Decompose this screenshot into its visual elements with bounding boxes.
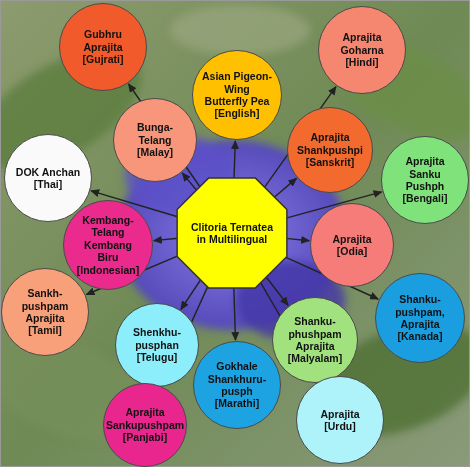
language-circle: Aprajita [Urdu] [296, 376, 384, 464]
language-circle: Aprajita Sanku Pushph [Bengali] [381, 136, 469, 224]
language-name: Gokhale Shankhuru-pusph [Marathi] [203, 360, 271, 410]
language-name: Sankh-pushpam Aprajita [Tamil] [11, 287, 79, 337]
text-holder: Shenkhu-pusphan [Telugu] [125, 326, 189, 363]
language-circle: Sankh-pushpam Aprajita [Tamil] [1, 268, 89, 356]
text-holder: Kembang-Telang Kembang Biru [Indonesian] [73, 214, 143, 276]
text-holder: Aprajita [Odia] [320, 233, 384, 258]
language-name: Shenkhu-pusphan [Telugu] [125, 326, 189, 363]
center-title: Clitoria Ternatea in Multilingual [190, 221, 274, 246]
text-holder: Asian Pigeon-Wing Butterfly Pea [English… [202, 70, 272, 120]
arrow-connector [234, 141, 235, 179]
arrow-connector [273, 178, 296, 198]
center-octagon: Clitoria Ternatea in Multilingual [176, 177, 288, 289]
arrow-connector [234, 287, 236, 340]
language-circle: Asian Pigeon-Wing Butterfly Pea [English… [192, 50, 282, 140]
language-name: Shanku-pushpam, Aprajita [Kanada] [385, 293, 455, 343]
text-holder: Aprajita [Urdu] [306, 408, 374, 433]
arrow-connector [154, 238, 178, 240]
language-circle: Aprajita Shankpushpi [Sanskrit] [287, 107, 373, 193]
language-name: Kembang-Telang Kembang Biru [Indonesian] [73, 214, 143, 276]
text-holder: Bunga-Telang [Malay] [123, 121, 187, 158]
language-circle: Kembang-Telang Kembang Biru [Indonesian] [63, 200, 153, 290]
text-holder: Shanku-pushpam, Aprajita [Kanada] [385, 293, 455, 343]
language-circle: DOK Anchan [Thai] [4, 134, 92, 222]
text-holder: Sankh-pushpam Aprajita [Tamil] [11, 287, 79, 337]
language-name: DOK Anchan [Thai] [14, 166, 82, 191]
language-circle: Gubhru Aprajita [Gujrati] [59, 3, 147, 91]
arrow-connector [182, 173, 197, 191]
language-name: Aprajita [Urdu] [306, 408, 374, 433]
language-name: Aprajita Goharna [Hindi] [328, 31, 396, 68]
language-name: Shanku-phushpam Aprajita [Malyalam] [282, 315, 348, 365]
language-name: Gubhru Aprajita [Gujrati] [69, 28, 137, 65]
text-holder: Aprajita Goharna [Hindi] [328, 31, 396, 68]
octagon-shape [177, 178, 287, 288]
arrow-connector [286, 238, 309, 240]
language-name: Aprajita Shankpushpi [Sanskrit] [297, 131, 363, 168]
text-holder: Aprajita Sanku Pushph [Bengali] [391, 155, 459, 205]
language-circle: Shenkhu-pusphan [Telugu] [115, 303, 199, 387]
language-circle: Bunga-Telang [Malay] [113, 98, 197, 182]
text-holder: Gokhale Shankhuru-pusph [Marathi] [203, 360, 271, 410]
arrow-connector [181, 278, 202, 309]
text-holder: Clitoria Ternatea in Multilingual [190, 221, 274, 246]
language-circle: Aprajita Sankupushpam [Panjabi] [103, 383, 187, 467]
arrow-connector [265, 276, 288, 305]
language-circle: Shanku-phushpam Aprajita [Malyalam] [272, 297, 358, 383]
language-name: Aprajita Sanku Pushph [Bengali] [391, 155, 459, 205]
language-circle: Aprajita [Odia] [310, 203, 394, 287]
text-holder: DOK Anchan [Thai] [14, 166, 82, 191]
language-circle: Shanku-pushpam, Aprajita [Kanada] [375, 273, 465, 363]
language-name: Asian Pigeon-Wing Butterfly Pea [English… [202, 70, 272, 120]
language-name: Aprajita Sankupushpam [Panjabi] [106, 406, 184, 443]
text-holder: Aprajita Sankupushpam [Panjabi] [106, 406, 184, 443]
language-name: Bunga-Telang [Malay] [123, 121, 187, 158]
text-holder: Aprajita Shankpushpi [Sanskrit] [297, 131, 363, 168]
language-circle: Aprajita Goharna [Hindi] [318, 6, 406, 94]
language-name: Aprajita [Odia] [320, 233, 384, 258]
text-holder: Gubhru Aprajita [Gujrati] [69, 28, 137, 65]
language-circle: Gokhale Shankhuru-pusph [Marathi] [193, 341, 281, 429]
text-holder: Shanku-phushpam Aprajita [Malyalam] [282, 315, 348, 365]
